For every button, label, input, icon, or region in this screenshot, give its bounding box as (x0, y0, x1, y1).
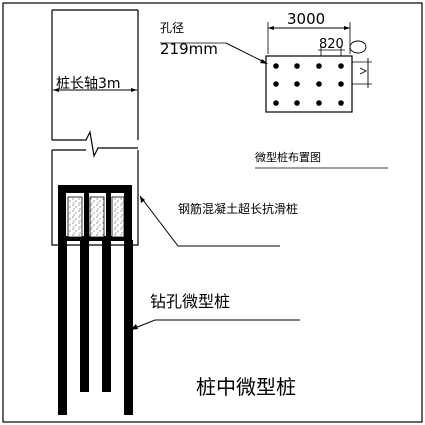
concrete-infill-center (89, 196, 105, 238)
side-dimension (352, 58, 372, 88)
hole-dot (316, 100, 322, 106)
hole-dot (294, 100, 300, 106)
concrete-infill-right (111, 196, 125, 238)
hole-dot (273, 100, 279, 106)
hole-dot (338, 63, 344, 69)
drawing-title: 桩中微型桩 (196, 375, 296, 399)
micropile-shaft (80, 240, 89, 392)
micropile-hole-grid (273, 63, 344, 106)
detail-callout (349, 40, 367, 54)
micropile-shaft (102, 240, 111, 392)
micropile-divider (84, 193, 89, 238)
hole-diameter-leader (225, 42, 267, 64)
hole-diameter-caption: 孔径 (160, 21, 184, 35)
hole-dot (338, 100, 344, 106)
hole-dot (316, 81, 322, 87)
micropile-cap-frame (58, 185, 132, 241)
hole-dot (294, 81, 300, 87)
layout-title: 微型桩布置图 (255, 150, 321, 164)
micropile-shaft (124, 240, 133, 415)
hole-diameter-value: 219mm (160, 40, 218, 58)
hole-dot (273, 81, 279, 87)
pile-shaft-lower (51, 149, 139, 246)
micropile-divider (106, 193, 111, 238)
break-line (52, 130, 138, 158)
hole-dot (294, 63, 300, 69)
hole-dot (273, 63, 279, 69)
hole-dot (316, 63, 322, 69)
pile-length-label: 桩长轴3m (56, 75, 121, 92)
dim-spacing-label: 820 (319, 37, 344, 52)
micropile-caption: 钻孔微型桩 (150, 292, 230, 311)
hole-dot (338, 81, 344, 87)
pile-shaft-upper (51, 9, 139, 158)
concrete-pile-caption: 钢筋混凝土超长抗滑桩 (178, 201, 298, 216)
spacing-dimension (318, 46, 345, 56)
micropile-shaft (58, 240, 67, 415)
micropile-leader (129, 319, 300, 331)
concrete-infill-left (67, 196, 83, 238)
pile-length-dimension (53, 88, 137, 92)
dim-width-label: 3000 (287, 10, 325, 28)
concrete-pile-leader (139, 195, 280, 247)
